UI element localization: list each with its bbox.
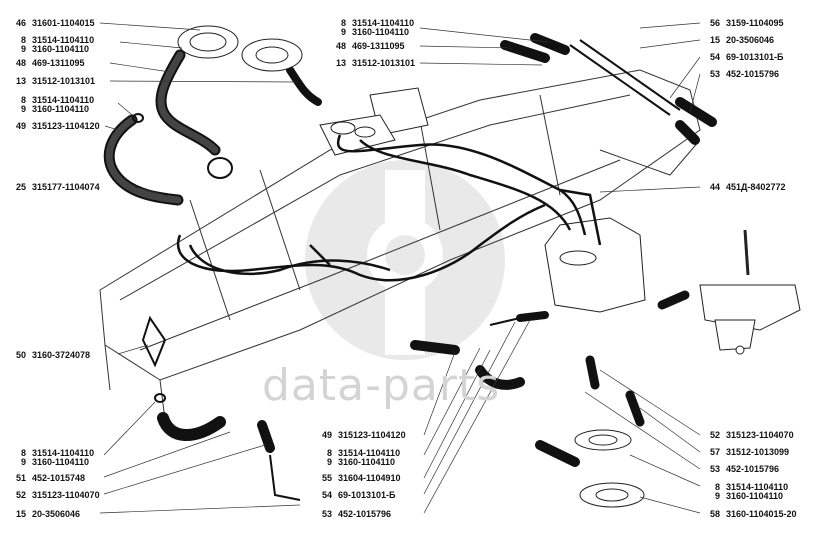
flanges: [177, 25, 645, 508]
fuel-lines: [176, 134, 602, 282]
fuel-tank: [544, 217, 646, 313]
filter-assembly: [699, 229, 801, 355]
hoses: [103, 33, 717, 467]
watermark-text: data-parts: [262, 360, 501, 411]
chassis-frame: [99, 69, 701, 421]
leader-lines: [99, 22, 701, 514]
clamps: [132, 39, 681, 501]
